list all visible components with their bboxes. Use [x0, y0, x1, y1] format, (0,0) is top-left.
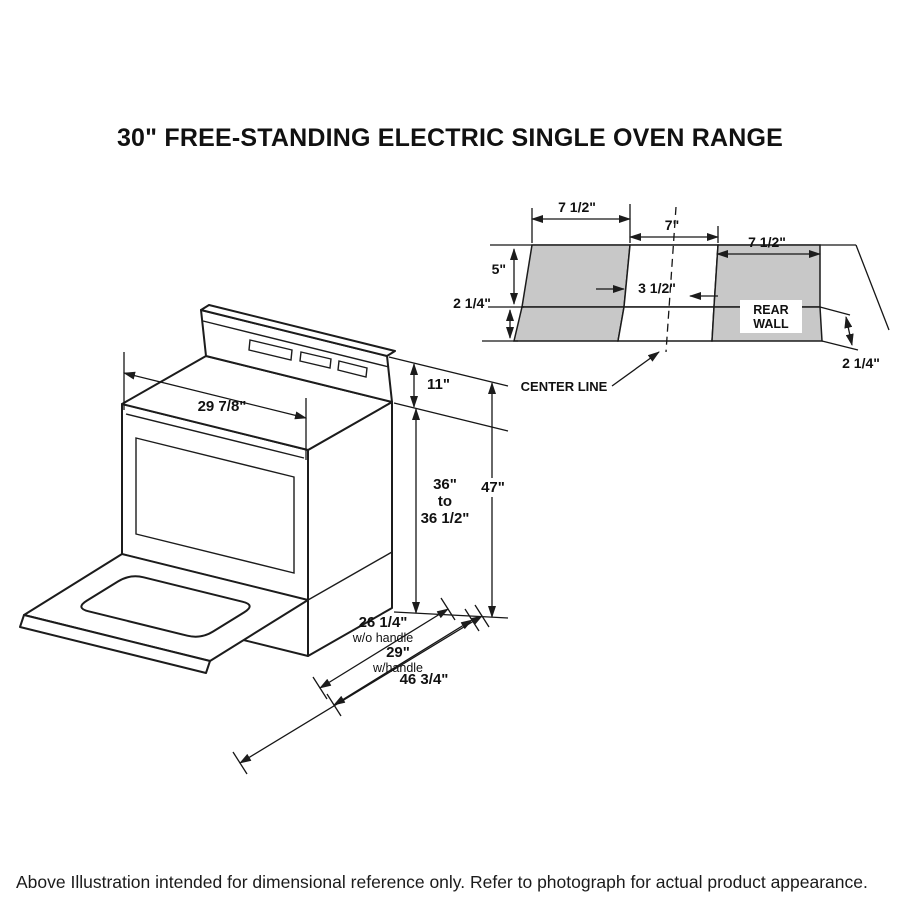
ledge-section-left — [513, 306, 625, 342]
dim-label-ledge-right: 2 1/4" — [842, 355, 880, 371]
dim-label-outlet-offset: 3 1/2" — [638, 280, 676, 296]
dim-label-overall-height: 47" — [481, 479, 505, 496]
extension-line — [393, 402, 509, 432]
oven-door-window — [80, 575, 251, 638]
rear-wall-label-line2: WALL — [753, 317, 789, 331]
rear-wall-label-box — [740, 300, 802, 333]
side-panel-line — [307, 551, 393, 601]
dim-label-wall-lower: 2 1/4" — [453, 295, 491, 311]
extension-line — [819, 306, 851, 316]
dim-label-wall-upper: 5" — [492, 261, 506, 277]
dim-label-offset-left: 7 1/2" — [558, 199, 596, 215]
label-backing — [476, 478, 510, 497]
dim-label-offset-center: 7" — [665, 217, 679, 233]
wall-perspective-line — [855, 244, 890, 331]
page-title: 30" FREE-STANDING ELECTRIC SINGLE OVEN R… — [116, 124, 784, 152]
backsplash-top — [200, 304, 396, 357]
extension-line — [821, 340, 859, 351]
dim-label-depth-wo-handle: 26 1/4" — [359, 614, 408, 631]
dim-arrow-ledge-right — [844, 316, 854, 346]
dim-label-height-joiner: to — [438, 493, 452, 510]
dim-label-backsplash: 11" — [427, 376, 450, 393]
control-window — [299, 351, 332, 369]
cooktop-trim-line — [125, 413, 305, 459]
center-line-leader — [611, 351, 660, 387]
center-line-label: CENTER LINE — [521, 379, 608, 394]
dim-label-depth-door-open: 46 3/4" — [400, 671, 449, 688]
rear-wall-label-line1: REAR — [753, 303, 788, 317]
dim-label-height-min: 36" — [433, 476, 457, 493]
oven-opening — [135, 437, 295, 574]
backsplash-trim-line — [202, 320, 390, 368]
footer-note: Above Illustration intended for dimensio… — [16, 872, 868, 892]
dim-arrow-depth-door-open — [239, 615, 483, 764]
dim-label-offset-right: 7 1/2" — [748, 234, 786, 250]
wall-section-left — [521, 244, 631, 308]
dim-note-wo-handle: w/o handle — [352, 631, 414, 645]
center-dashed-line — [665, 206, 677, 353]
dim-label-height-max: 36 1/2" — [421, 510, 470, 527]
control-window — [248, 339, 293, 361]
rear-wall-diagram: 7 1/2" 7" 7 1/2" 5" 2 1/4" 3 1/2" REAR W… — [453, 199, 890, 394]
ledge-section-middle — [617, 306, 715, 342]
extension-line — [388, 356, 509, 387]
oven-door-edge — [19, 614, 211, 674]
dim-label-range-width: 29 7/8" — [198, 398, 247, 415]
range-diagram: 29 7/8" 11" 36" to 36 1/2" 47" 26 1/4" w… — [19, 304, 510, 775]
dim-label-depth-w-handle: 29" — [386, 644, 410, 661]
control-window — [337, 360, 368, 378]
dim-arrow-range-width — [123, 371, 307, 420]
